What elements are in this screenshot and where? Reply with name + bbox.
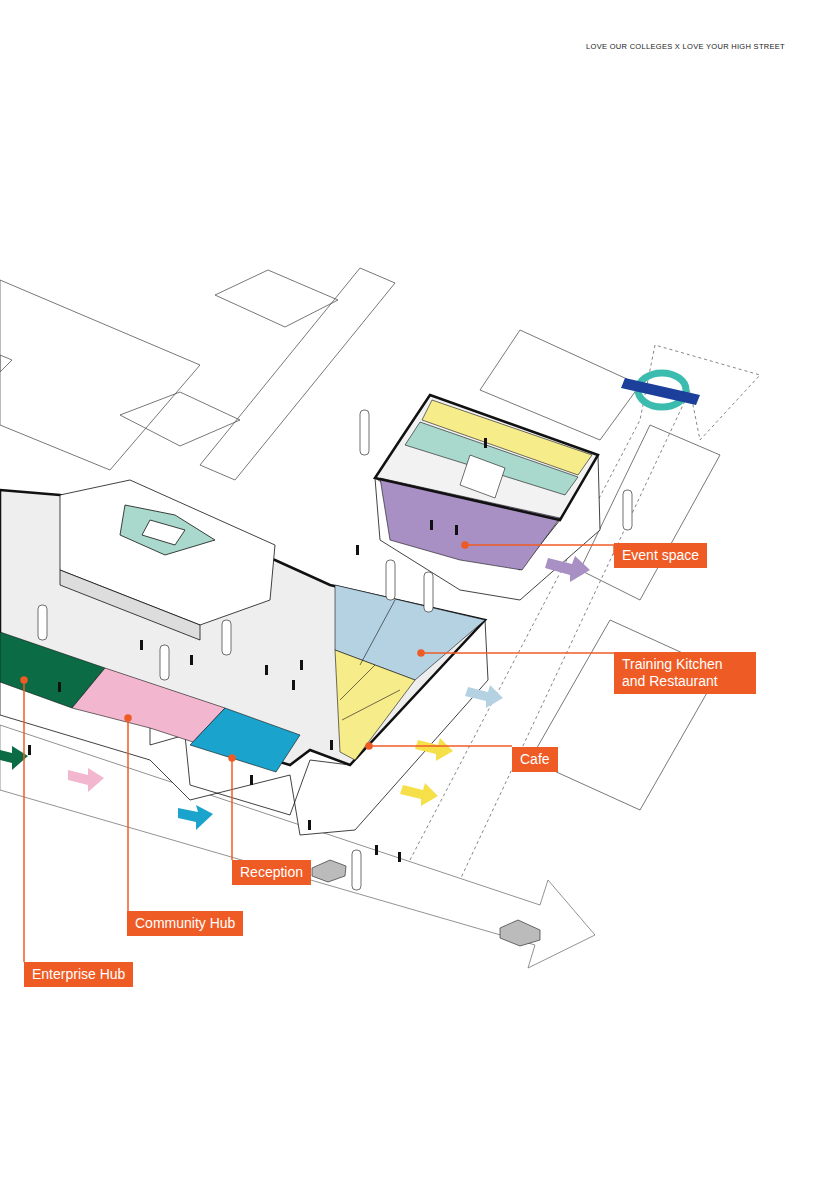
label-text: Enterprise Hub (32, 966, 125, 983)
callout-label: Community Hub (127, 911, 243, 936)
running-header: LOVE OUR COLLEGES X LOVE YOUR HIGH STREE… (586, 42, 785, 51)
callout-label: Training Kitchen and Restaurant (614, 652, 756, 694)
callout-label: Reception (232, 860, 311, 885)
label-text: Reception (240, 864, 303, 881)
label-text: Community Hub (135, 915, 235, 932)
callout-label: Enterprise Hub (24, 962, 133, 987)
label-text: Cafe (520, 751, 550, 768)
label-text: Event space (622, 547, 699, 564)
callout-label: Cafe (512, 747, 558, 772)
callout-label: Event space (614, 543, 707, 568)
label-text: Training Kitchen and Restaurant (622, 656, 748, 690)
